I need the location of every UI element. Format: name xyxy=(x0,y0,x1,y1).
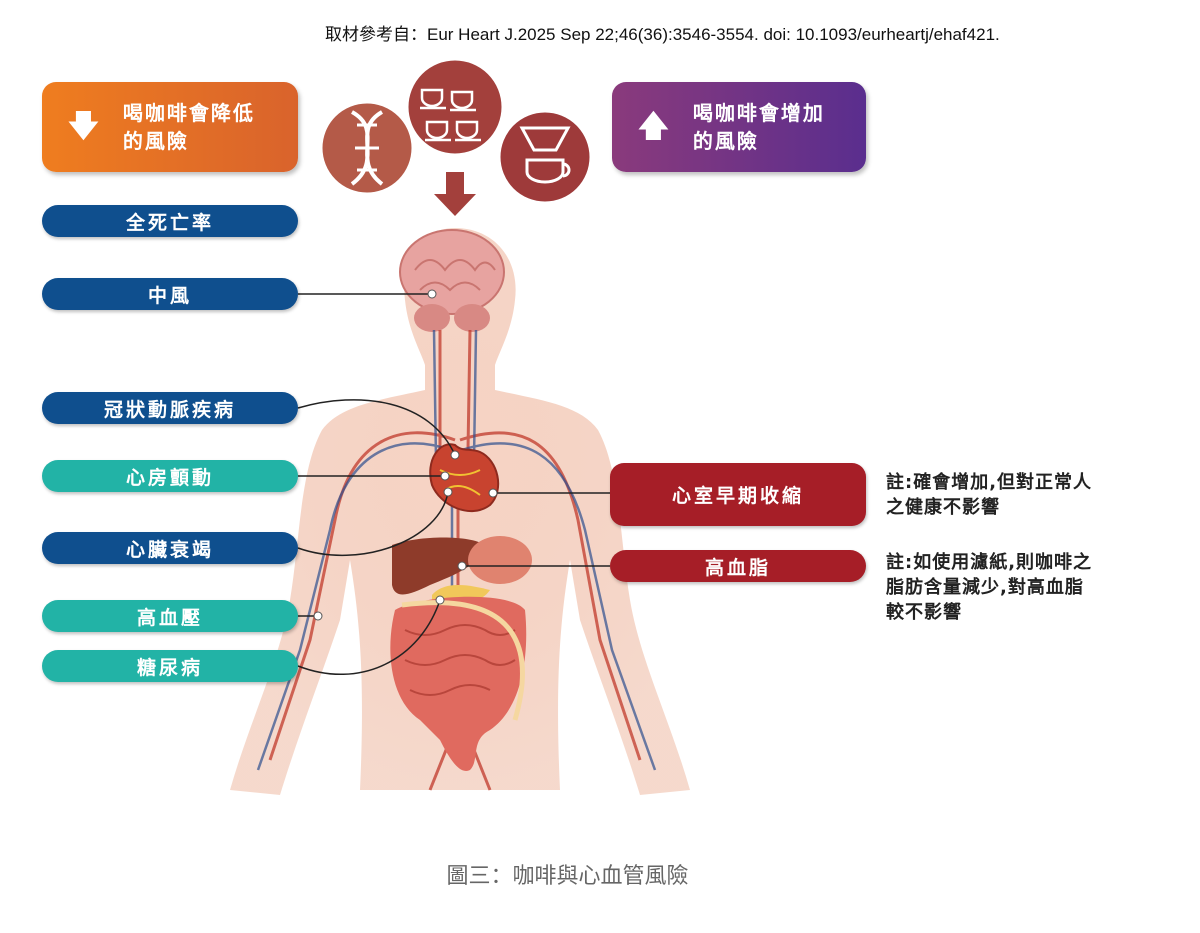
decrease-risk-header: 🡇 喝咖啡會降低 的風險 xyxy=(42,82,298,172)
note-pvc: 註:確會增加,但對正常人 之健康不影響 xyxy=(886,472,1093,518)
citation: 取材參考自：Eur Heart J.2025 Sep 22;46(36):354… xyxy=(325,25,1000,44)
risk-atrial-fibrillation: 心房顫動 xyxy=(42,460,298,492)
connector-lines xyxy=(297,293,610,675)
increase-risk-header: 🡅 喝咖啡會增加 的風險 xyxy=(612,82,866,172)
liver xyxy=(392,537,485,595)
stomach xyxy=(468,536,532,584)
risk-hypertension: 高血壓 xyxy=(42,600,298,632)
risk-hyperlipidemia: 高血脂 xyxy=(610,550,866,582)
risk-all-cause-mortality: 全死亡率 xyxy=(42,205,298,237)
down-arrow xyxy=(434,172,476,216)
risk-pvc: 心室早期收縮 xyxy=(610,463,866,526)
decrease-risk-label: 喝咖啡會降低 的風險 xyxy=(122,101,255,153)
increase-risk-label: 喝咖啡會增加 的風險 xyxy=(692,101,825,153)
risk-heart-failure: 心臟衰竭 xyxy=(42,532,298,564)
risk-stroke: 中風 xyxy=(42,278,298,310)
arrow-up-icon: 🡅 xyxy=(638,109,671,144)
coffee-cups-icon xyxy=(405,57,505,157)
arrow-down-icon: 🡇 xyxy=(68,109,101,144)
figure-caption: 圖三：咖啡與心血管風險 xyxy=(446,864,689,889)
coffee-filter-icon xyxy=(497,109,593,205)
note-hyperlipidemia: 註:如使用濾紙,則咖啡之 脂肪含量減少,對高血脂 較不影響 xyxy=(886,552,1093,623)
body-silhouette xyxy=(230,228,690,795)
risk-diabetes: 糖尿病 xyxy=(42,650,298,682)
intestines xyxy=(390,596,527,771)
dna-icon xyxy=(319,100,415,196)
risk-coronary-artery-disease: 冠狀動脈疾病 xyxy=(42,392,298,424)
brain xyxy=(399,229,505,315)
